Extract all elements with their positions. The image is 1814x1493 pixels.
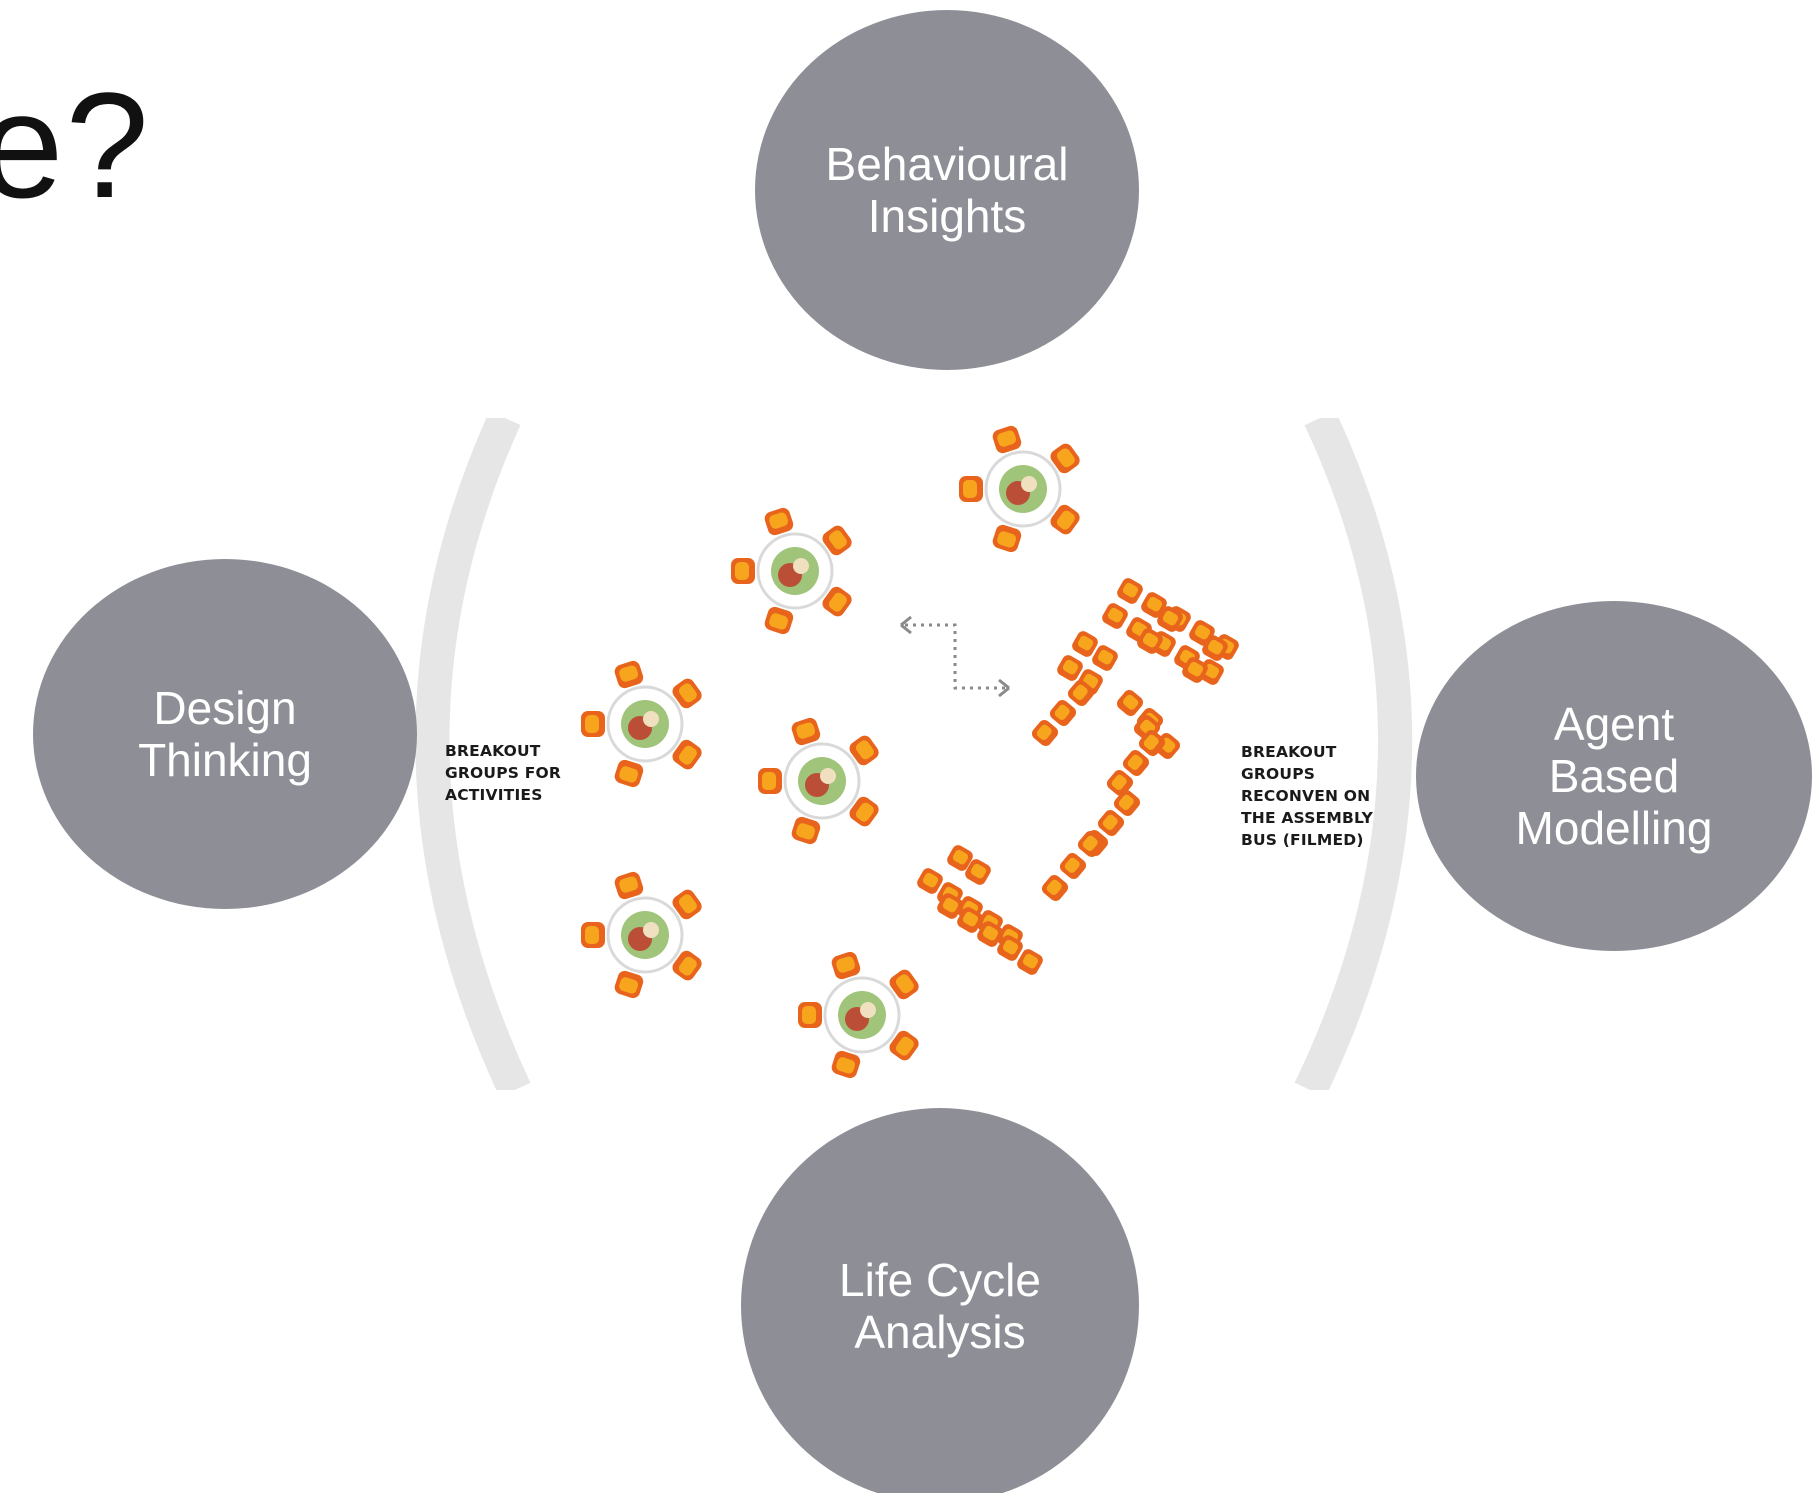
chair <box>791 717 821 746</box>
seat <box>1106 769 1134 797</box>
seat <box>1017 949 1043 975</box>
slide-title-fragment: e? <box>0 61 151 229</box>
seat <box>1097 809 1125 837</box>
movement-arrow-icon <box>905 623 1005 690</box>
seat <box>1102 603 1128 629</box>
round-table <box>581 871 702 999</box>
seat <box>937 893 963 919</box>
seat <box>1157 606 1183 632</box>
behavioural-insights-bubble: Behavioural Insights <box>755 10 1139 370</box>
chair <box>791 816 821 845</box>
floor-plan-illustration: BREAKOUT GROUPS FOR ACTIVITIES BREAKOUT … <box>395 418 1432 1090</box>
chair <box>672 678 702 709</box>
seat <box>1057 655 1083 681</box>
round-tables-group <box>581 425 1080 1079</box>
chair <box>731 558 755 584</box>
chair <box>1050 504 1080 535</box>
reconvene-label: BREAKOUT GROUPS RECONVEN ON THE ASSEMBLY… <box>1241 743 1374 849</box>
chair <box>831 1050 861 1079</box>
arrow-heads <box>900 615 1010 698</box>
seat <box>1122 749 1150 777</box>
design-thinking-bubble: Design Thinking <box>33 559 417 909</box>
seat <box>1137 628 1163 654</box>
chair <box>849 796 879 827</box>
seat <box>1049 699 1077 727</box>
seat <box>947 845 973 871</box>
chair <box>1050 443 1080 474</box>
seat <box>977 921 1003 947</box>
floor-plan-drawing <box>415 418 1413 1090</box>
chair <box>758 768 782 794</box>
chair <box>822 586 852 617</box>
chair <box>822 525 852 556</box>
chair <box>614 759 644 788</box>
round-table <box>798 951 919 1079</box>
round-table <box>731 507 852 635</box>
chair <box>831 951 861 980</box>
round-table <box>959 425 1080 553</box>
chair <box>672 739 702 770</box>
seat <box>1092 645 1118 671</box>
chair <box>672 950 702 981</box>
seat <box>1072 631 1098 657</box>
chair <box>614 660 644 689</box>
seat <box>1031 719 1059 747</box>
seat <box>1117 578 1143 604</box>
round-table <box>581 660 702 788</box>
chair <box>764 507 794 536</box>
chair <box>764 606 794 635</box>
chair <box>798 1002 822 1028</box>
breakout-groups-label: BREAKOUT GROUPS FOR ACTIVITIES <box>445 742 562 804</box>
agent-based-modelling-bubble: Agent Based Modelling <box>1416 601 1812 951</box>
seat <box>1182 657 1208 683</box>
seat <box>1141 592 1167 618</box>
seat <box>1041 874 1069 902</box>
seat <box>1077 830 1105 858</box>
seat <box>957 907 983 933</box>
left-arc-decoration <box>415 418 531 1090</box>
assembly-bus-seats-group <box>917 578 1239 975</box>
seat <box>1138 729 1166 757</box>
chair <box>614 970 644 999</box>
chair <box>581 922 605 948</box>
chair <box>992 524 1022 553</box>
seat <box>1113 789 1141 817</box>
chair <box>849 735 879 766</box>
chair <box>889 1030 919 1061</box>
seat <box>997 935 1023 961</box>
right-arc-decoration <box>1294 418 1413 1090</box>
seat <box>1202 635 1228 661</box>
chair <box>614 871 644 900</box>
seat <box>1067 679 1095 707</box>
life-cycle-analysis-bubble: Life Cycle Analysis <box>741 1108 1139 1493</box>
chair <box>959 476 983 502</box>
chair <box>889 969 919 1000</box>
chair <box>992 425 1022 454</box>
chair <box>581 711 605 737</box>
chair <box>672 889 702 920</box>
seat <box>965 859 991 885</box>
round-table <box>758 717 879 845</box>
seat <box>917 868 943 894</box>
seat <box>1059 852 1087 880</box>
seat <box>1116 689 1144 717</box>
